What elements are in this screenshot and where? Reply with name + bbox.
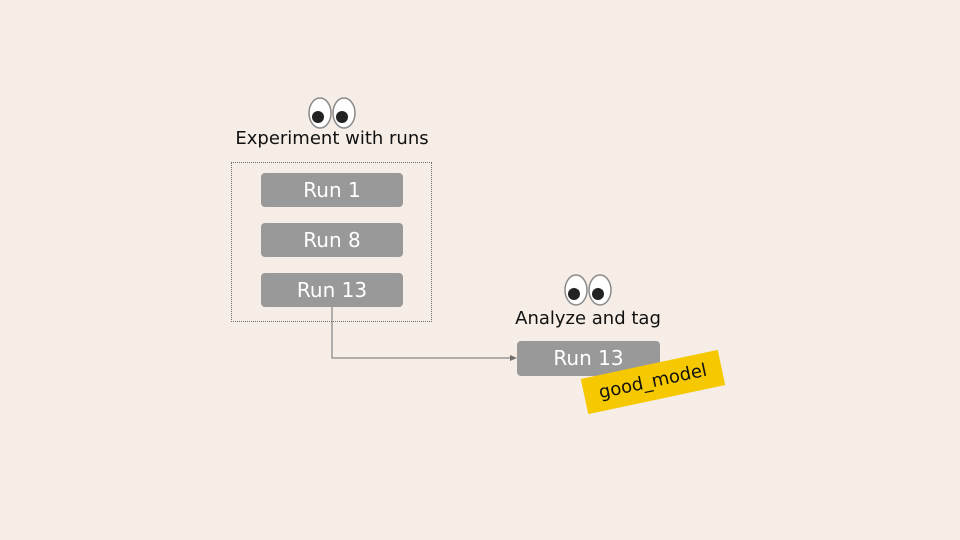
run-item-8[interactable]: Run 8 <box>261 223 403 257</box>
run-item-13[interactable]: Run 13 <box>261 273 403 307</box>
experiment-title: Experiment with runs <box>235 128 429 149</box>
eyes-icon-analysis <box>564 274 612 306</box>
eyes-icon <box>308 97 356 129</box>
analysis-title: Analyze and tag <box>515 308 661 329</box>
run-item-1[interactable]: Run 1 <box>261 173 403 207</box>
